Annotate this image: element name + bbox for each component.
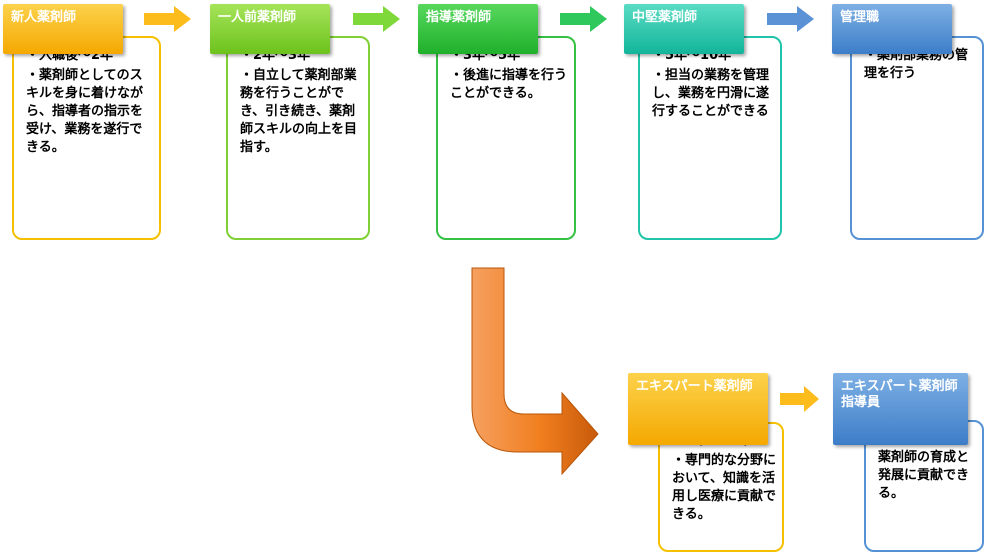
stage-new-title: 新人薬剤師 (3, 4, 123, 54)
stage-mid-title: 中堅薬剤師 (624, 4, 744, 54)
arrow-right-icon (560, 6, 607, 32)
stage-manager-box: ・薬剤部業務の管理を行う (850, 36, 984, 240)
stage-leader-item: ・後進に指導を行うことができる。 (450, 68, 568, 101)
stage-independent-title: 一人前薬剤師 (210, 4, 330, 54)
stage-new-item: ・薬剤師としてのスキルを身に着けながら、指導者の指示を受け、業務を遂行できる。 (26, 68, 144, 155)
stage-leader-title: 指導薬剤師 (418, 4, 538, 54)
arrow-right-icon (780, 386, 819, 412)
arrow-right-icon (767, 6, 814, 32)
stage-expert-title: エキスパート薬剤師 (628, 373, 768, 445)
stage-expert-item: ・専門的な分野において、知識を活用し医療に貢献できる。 (672, 453, 777, 522)
stage-expert-instructor-title-text: エキスパート薬剤師指導員 (841, 379, 958, 410)
stage-mid-box: ・5年～10年 ・担当の業務を管理し、業務を円滑に遂行することができる (638, 36, 782, 240)
arrow-right-icon (144, 6, 191, 32)
stage-leader-box: ・3年～5年 ・後進に指導を行うことができる。 (436, 36, 576, 240)
arrow-right-icon (353, 6, 400, 32)
stage-independent-box: ・2年～3年 ・自立して薬剤部業務を行うことができ、引き続き、薬剤師スキルの向上… (226, 36, 370, 240)
stage-mid-item: ・担当の業務を管理し、業務を円滑に遂行することができる (652, 68, 770, 119)
branch-arrow-icon (471, 267, 599, 476)
stage-independent-title-text: 一人前薬剤師 (218, 10, 297, 25)
stage-mid-title-text: 中堅薬剤師 (632, 10, 698, 25)
stage-new-box: ・入職後～2年 ・薬剤師としてのスキルを身に着けながら、指導者の指示を受け、業務… (12, 36, 161, 240)
stage-independent-item: ・自立して薬剤部業務を行うことができ、引き続き、薬剤師スキルの向上を目指す。 (240, 68, 358, 155)
stage-leader-title-text: 指導薬剤師 (426, 10, 492, 25)
stage-expert-title-text: エキスパート薬剤師 (636, 379, 753, 394)
stage-new-title-text: 新人薬剤師 (11, 10, 77, 25)
stage-manager-title-text: 管理職 (840, 10, 880, 25)
stage-manager-title: 管理職 (832, 4, 952, 54)
stage-expert-instructor-title: エキスパート薬剤師指導員 (833, 373, 968, 445)
